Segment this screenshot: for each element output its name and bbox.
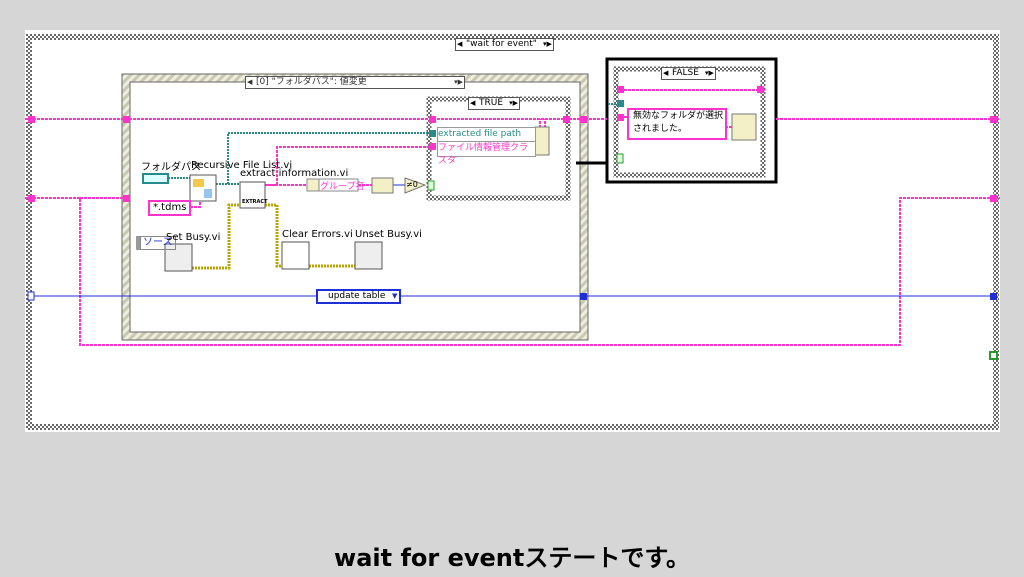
clear-errors-label: Clear Errors.vi bbox=[282, 229, 353, 240]
true-case-selector[interactable]: ◀TRUE▾▶ bbox=[468, 97, 521, 110]
group-name-field: グループ名 bbox=[320, 182, 365, 192]
outer-case-frame bbox=[26, 34, 999, 430]
set-busy-icon bbox=[164, 243, 193, 272]
false-case-selector-label: FALSE bbox=[672, 68, 699, 78]
folder-path-control bbox=[142, 173, 169, 184]
folder-path-label: フォルダパス bbox=[141, 162, 201, 173]
update-table-enum-constant[interactable]: update table ▼ bbox=[316, 289, 402, 304]
recursive-file-list-icon bbox=[189, 174, 217, 202]
unset-busy-label: Unset Busy.vi bbox=[355, 229, 422, 240]
field-file-info-cluster: ファイル情報管理クラスタ bbox=[438, 143, 529, 166]
case-selector-terminal bbox=[427, 180, 435, 191]
pattern-constant: *.tdms bbox=[148, 200, 192, 216]
error-message-constant: 無効なフォルダが選択されました。 bbox=[627, 108, 727, 140]
outer-case-selector-label: "wait for event" bbox=[466, 39, 537, 49]
extract-information-label: extract information.vi bbox=[240, 168, 349, 179]
extract-information-icon bbox=[239, 181, 266, 209]
unset-busy-icon bbox=[354, 241, 383, 270]
dialog-icon bbox=[731, 113, 757, 141]
not-equal-zero-node bbox=[404, 177, 427, 194]
set-busy-label: Set Busy.vi bbox=[166, 232, 221, 243]
event-case-selector-label: [0] "フォルダパス": 値変更 bbox=[256, 77, 367, 87]
caption: wait for eventステートです。 bbox=[334, 544, 690, 572]
not-equal-zero-label: ≠0 bbox=[406, 180, 418, 189]
dropdown-icon: ▼ bbox=[391, 292, 398, 300]
event-case-selector[interactable]: ◀[0] "フォルダパス": 値変更▾▶ bbox=[245, 76, 465, 89]
extract-icon-text: EXTRACT bbox=[242, 199, 268, 205]
bundle-by-name-node bbox=[534, 126, 550, 156]
false-case-selector-terminal bbox=[616, 153, 624, 164]
bundle-fields: extracted file path ファイル情報管理クラスタ bbox=[437, 127, 536, 166]
outer-case-selector[interactable]: ◀"wait for event"▾▶ bbox=[455, 38, 554, 51]
recursive-file-list-label: Recursive File List.vi bbox=[191, 160, 293, 171]
false-case-selector[interactable]: ◀FALSE▾▶ bbox=[661, 67, 716, 80]
true-case-selector-label: TRUE bbox=[479, 98, 504, 108]
source-terminal: ソース bbox=[140, 236, 176, 250]
array-size-node bbox=[371, 177, 394, 194]
update-table-label: update table bbox=[328, 291, 386, 301]
clear-errors-icon bbox=[281, 241, 310, 270]
field-extracted-file-path: extracted file path bbox=[438, 128, 535, 142]
